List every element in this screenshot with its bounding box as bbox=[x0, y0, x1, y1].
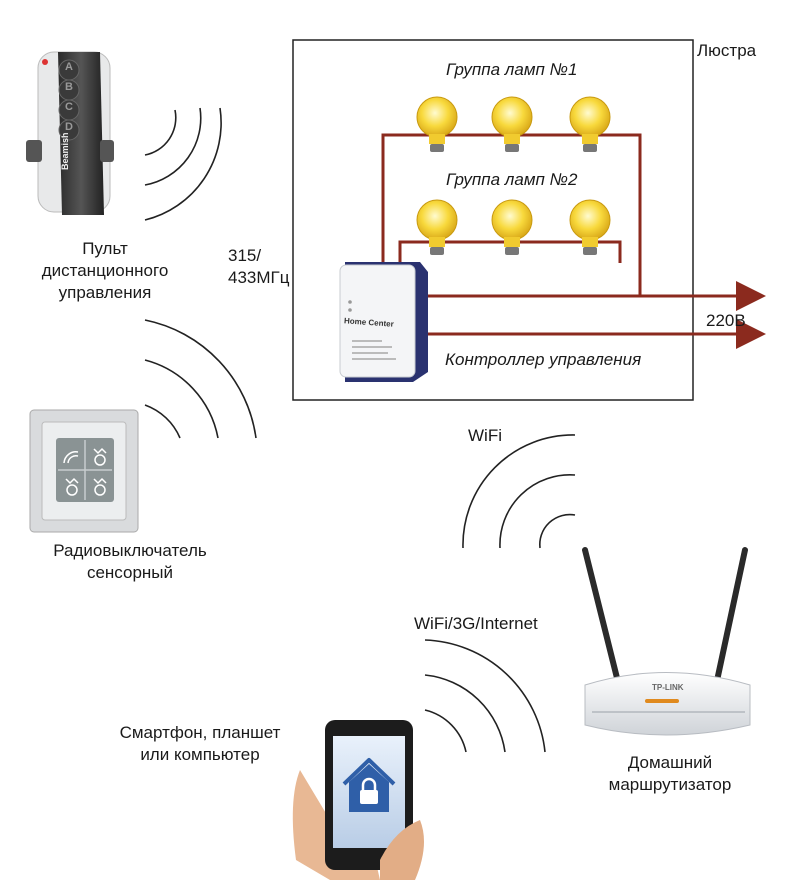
remote-label-line-2: дистанционного bbox=[41, 261, 169, 280]
switch-label-line-2: сенсорный bbox=[86, 563, 174, 582]
lamp-group-2 bbox=[416, 199, 611, 255]
lamp-bulb bbox=[416, 96, 458, 152]
lamp-group-1 bbox=[416, 96, 611, 152]
lamp-bulb bbox=[416, 199, 458, 255]
wifi-label: WiFi bbox=[468, 426, 502, 445]
controller-label: Контроллер управления bbox=[445, 350, 642, 369]
frequency-line-2: 433МГц bbox=[228, 268, 290, 287]
router-label: Домашний маршрутизатор bbox=[595, 752, 745, 796]
frequency-label: 315/ 433МГц bbox=[228, 245, 289, 289]
remote-button-b: B bbox=[65, 81, 73, 93]
remote-button-c: C bbox=[65, 101, 73, 113]
router-label-line-2: маршрутизатор bbox=[608, 775, 732, 794]
remote-label: Пульт дистанционного управления bbox=[15, 238, 195, 304]
remote-button-a: A bbox=[65, 61, 73, 73]
lamp-bulb bbox=[491, 199, 533, 255]
remote-button-d: D bbox=[65, 121, 73, 133]
smartphone-label: Смартфон, планшет или компьютер bbox=[110, 722, 290, 766]
lamp-bulb bbox=[569, 96, 611, 152]
power-wires bbox=[425, 281, 766, 349]
switch-label-line-1: Радиовыключатель bbox=[53, 541, 207, 560]
lamp-bulb bbox=[491, 96, 533, 152]
frequency-line-1: 315/ bbox=[228, 246, 262, 265]
radio-waves-remote bbox=[144, 107, 222, 221]
group-1-label: Группа ламп №1 bbox=[446, 60, 578, 79]
smartphone-label-line-1: Смартфон, планшет bbox=[119, 723, 281, 742]
chandelier-label: Люстра bbox=[697, 41, 757, 60]
wifi-waves-router bbox=[462, 434, 576, 549]
router-label-line-1: Домашний bbox=[627, 753, 713, 772]
remote-label-line-1: Пульт bbox=[82, 239, 128, 258]
smartphone-label-line-2: или компьютер bbox=[140, 745, 260, 764]
group-2-label: Группа ламп №2 bbox=[446, 170, 578, 189]
wifi-3g-label: WiFi/3G/Internet bbox=[414, 614, 538, 633]
wifi-waves-phone bbox=[424, 639, 546, 753]
touch-switch bbox=[29, 409, 139, 533]
switch-label: Радиовыключатель сенсорный bbox=[20, 540, 240, 584]
controller-device bbox=[339, 262, 428, 382]
power-label: 220В bbox=[706, 311, 746, 330]
radio-waves-switch bbox=[144, 319, 257, 439]
remote-brand: Beamish bbox=[60, 132, 70, 170]
router-brand: TP-LINK bbox=[652, 683, 684, 692]
chandelier-frame bbox=[292, 39, 694, 401]
remote-label-line-3: управления bbox=[58, 283, 152, 302]
lamp-bulb bbox=[569, 199, 611, 255]
router bbox=[582, 547, 751, 736]
smartphone bbox=[292, 720, 424, 880]
remote-control bbox=[26, 51, 114, 215]
